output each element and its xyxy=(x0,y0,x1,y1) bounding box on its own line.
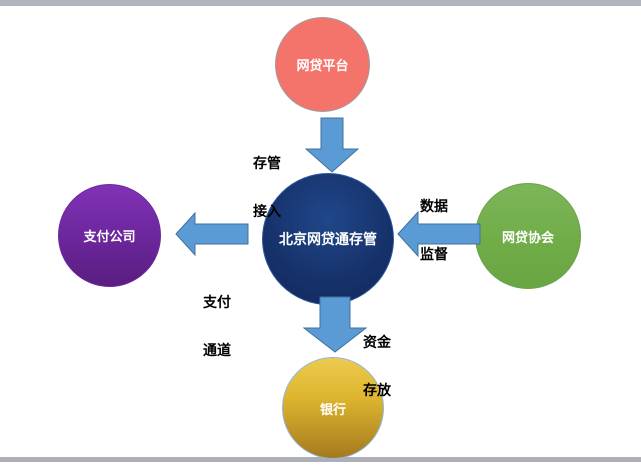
left-arrow-icon xyxy=(397,211,481,257)
node-bank: 银行 xyxy=(282,357,384,459)
node-bank-label: 银行 xyxy=(319,401,346,417)
node-payment-label: 支付公司 xyxy=(83,229,136,244)
node-platform-label: 网贷平台 xyxy=(296,58,349,73)
down-arrow-icon xyxy=(303,296,367,353)
edge-label-data-supervision: 数据 监督 xyxy=(420,198,448,262)
node-payment: 支付公司 xyxy=(58,184,161,287)
node-hub-label: 北京网贷通存管 xyxy=(279,231,377,247)
left-arrow-icon xyxy=(175,212,249,256)
down-arrow-icon xyxy=(305,117,359,173)
edge-label-payment-channel: 支付 通道 xyxy=(203,294,231,358)
bottom-border-bar xyxy=(0,457,641,462)
edge-label-fund-deposit: 资金 存放 xyxy=(363,334,391,398)
node-hub: 北京网贷通存管 xyxy=(262,173,394,305)
node-association-label: 网贷协会 xyxy=(501,229,554,245)
edge-label-custody-access: 存管 接入 xyxy=(253,155,281,219)
node-association: 网贷协会 xyxy=(475,183,581,289)
top-border-bar xyxy=(0,0,641,6)
node-platform: 网贷平台 xyxy=(275,17,370,112)
